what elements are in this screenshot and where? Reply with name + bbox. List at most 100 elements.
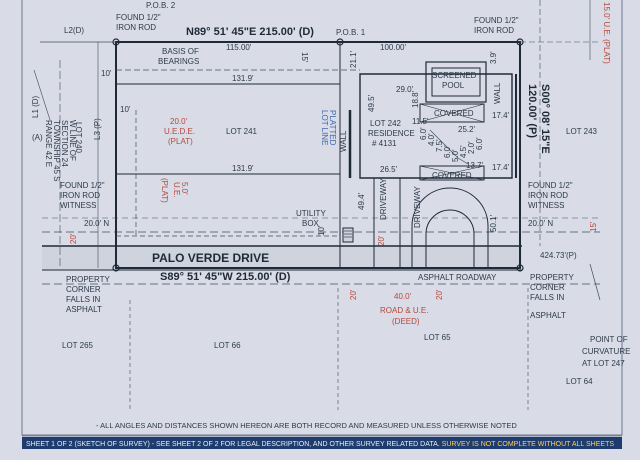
basis-1: BASIS OF: [162, 47, 199, 56]
small-dim-5: 4.5': [459, 145, 468, 158]
circular-drive-outer: [411, 187, 489, 268]
l1-leader: [33, 69, 51, 121]
small-dim-4: 5.0': [451, 149, 460, 162]
covered-porch-bottom: [419, 165, 485, 181]
south-bearing-road: S89° 51' 45"W 215.00' (D): [160, 271, 291, 283]
prop-right-4: ASPHALT: [530, 311, 566, 320]
ude-2: U.E.D.E.: [164, 127, 195, 136]
footer-note: - ALL ANGLES AND DISTANCES SHOWN HEREON …: [96, 421, 517, 430]
ue5-2: U.E.: [172, 182, 181, 198]
covered2-x2: [419, 165, 485, 181]
prop-left-1: PROPERTY: [66, 275, 111, 284]
pob1-label: P.O.B. 1: [336, 28, 366, 37]
road-ue-2: (DEED): [392, 317, 420, 326]
ude-3: (PLAT): [168, 137, 193, 146]
small-dim-1: 4.0': [427, 133, 436, 146]
wline-2: SECTION 24: [60, 120, 69, 167]
corner-clip-label: 15.0' U.E. (PLAT): [602, 2, 611, 64]
wall-left-label: WALL: [339, 130, 348, 152]
lot65-label: LOT 65: [424, 333, 451, 342]
found-rod-tr-2: IRON ROD: [474, 26, 514, 35]
prop-left-3: FALLS IN: [66, 295, 100, 304]
lot243-label: LOT 243: [566, 127, 598, 136]
prop-left-4: ASPHALT: [66, 305, 102, 314]
pob2-label: P.O.B. 2: [146, 1, 176, 10]
lot242-3: # 4131: [372, 139, 397, 148]
dim-21: 21.1': [349, 50, 358, 68]
poc-1: POINT OF: [590, 335, 628, 344]
basis-2: BEARINGS: [158, 57, 199, 66]
found-rod-tl-2: IRON ROD: [116, 23, 156, 32]
ue5-3: (PLAT): [160, 178, 169, 203]
wall-right-label: WALL: [493, 82, 502, 104]
property-boundary: [115, 41, 521, 269]
a-label: (A): [32, 133, 43, 142]
sheet-text: SHEET 1 OF 2 (SKETCH OF SURVEY) - SEE SH…: [26, 441, 614, 448]
wline-3: TOWNSHIP 45 S: [52, 120, 61, 182]
dim-17a: 17.4': [492, 111, 510, 120]
covered-porch-top: [419, 103, 485, 123]
ue5-1: 5.0': [180, 182, 189, 195]
dim-29: 29.0': [396, 85, 414, 94]
dim-13: 13.7': [466, 161, 484, 170]
screened-2: POOL: [442, 81, 465, 90]
north-bearing: N89° 51' 45"E 215.00' (D): [186, 26, 314, 38]
platted-1: PLATTED: [328, 110, 337, 146]
found-left-3: WITNESS: [60, 201, 96, 210]
asphalt-roadway: ASPHALT ROADWAY: [418, 273, 497, 282]
dim-424: 424.73'(P): [540, 251, 577, 260]
road-name: PALO VERDE DRIVE: [152, 251, 269, 265]
dim-20-left: 20': [69, 233, 78, 244]
screened-1: SCREENED: [432, 71, 477, 80]
covered-x2: [419, 103, 485, 123]
sheet-warn: SURVEY IS NOT COMPLETE WITHOUT ALL SHEET…: [440, 441, 615, 448]
l2-label: L2(D): [64, 26, 84, 35]
found-right-4: 20.0' N: [528, 219, 553, 228]
small-dim-0: 6.0': [419, 127, 428, 140]
wline-4: RANGE 42 E: [44, 120, 53, 167]
circular-drive-inner: [425, 209, 475, 268]
dim-40: 40.0': [394, 292, 412, 301]
lot240-label: LOT 240: [74, 122, 83, 154]
screened-pool-outer: [425, 61, 487, 103]
corner-marker-se: [516, 264, 524, 272]
dim-15-right: 15': [589, 221, 598, 232]
dim-49: 49.5': [367, 94, 376, 112]
dim-10c: 10': [317, 225, 326, 236]
prop-left-2: CORNER: [66, 285, 101, 294]
found-right-2: IRON ROD: [528, 191, 568, 200]
dim-100: 100.00': [380, 43, 406, 52]
found-rod-tr-1: FOUND 1/2": [474, 16, 519, 25]
small-dim-6: 2.0': [467, 141, 476, 154]
dim-49b: 49.4': [357, 192, 366, 210]
driveway-2: DRIVEWAY: [413, 186, 422, 228]
screened-pool-inner: [431, 67, 481, 97]
driveway-1: DRIVEWAY: [379, 178, 388, 220]
prop-right-2: CORNER: [530, 283, 565, 292]
lot242-2: RESIDENCE: [368, 129, 415, 138]
dim-10-a: 10': [101, 69, 112, 78]
dim-3: 3.9': [489, 51, 498, 64]
dim-115: 115.00': [226, 43, 252, 52]
small-dim-7: 6.0': [475, 137, 484, 150]
covered-2: COVERED: [432, 171, 472, 180]
south-bearing-right: S00° 08' 15"E: [539, 84, 551, 154]
lot66-label: LOT 66: [214, 341, 241, 350]
dim-25: 25.2': [458, 125, 476, 134]
found-rod-tl-1: FOUND 1/2": [116, 13, 161, 22]
utility-2: BOX: [302, 219, 320, 228]
wline-1: W LINE OF: [68, 120, 77, 161]
road-ue-1: ROAD & U.E.: [380, 306, 428, 315]
poc-leader: [589, 263, 601, 301]
lot64-label: LOT 64: [566, 377, 593, 386]
dim-131-top-label: 131.9': [232, 74, 254, 83]
dim-50: 50.1': [489, 214, 498, 232]
dim-20c: 20': [349, 289, 358, 300]
found-left-1: FOUND 1/2": [60, 181, 105, 190]
small-dim-2: 7.5': [435, 139, 444, 152]
dim-20b: 20': [377, 235, 386, 246]
l3-label: L3 (P): [93, 118, 102, 140]
